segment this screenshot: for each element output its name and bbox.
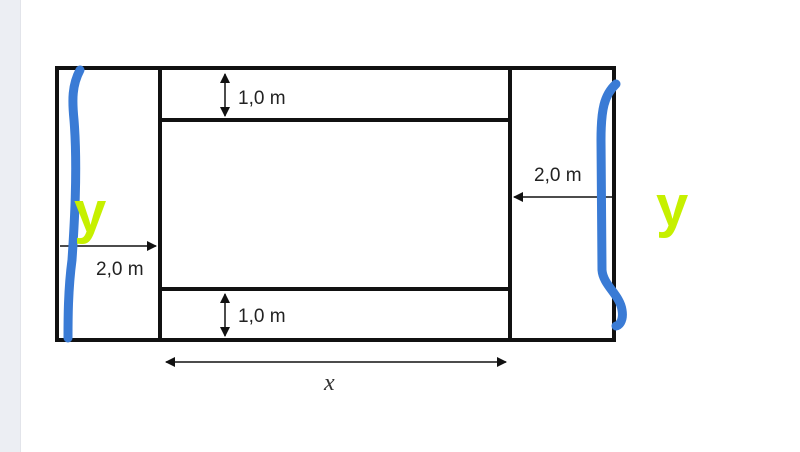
top-width-label: 1,0 m: [238, 88, 286, 109]
left-width-label: 2,0 m: [96, 259, 144, 280]
left-y-annotation: y: [74, 180, 106, 245]
left-margin-strip: [0, 0, 21, 452]
right-width-label: 2,0 m: [534, 165, 582, 186]
length-label: x: [323, 370, 335, 396]
bottom-width-label: 1,0 m: [238, 306, 286, 327]
left-annotation-stroke: [63, 65, 85, 343]
right-y-annotation: y: [656, 174, 688, 239]
outer-rectangle: [55, 66, 616, 342]
right-annotation-bracket: [596, 79, 627, 331]
